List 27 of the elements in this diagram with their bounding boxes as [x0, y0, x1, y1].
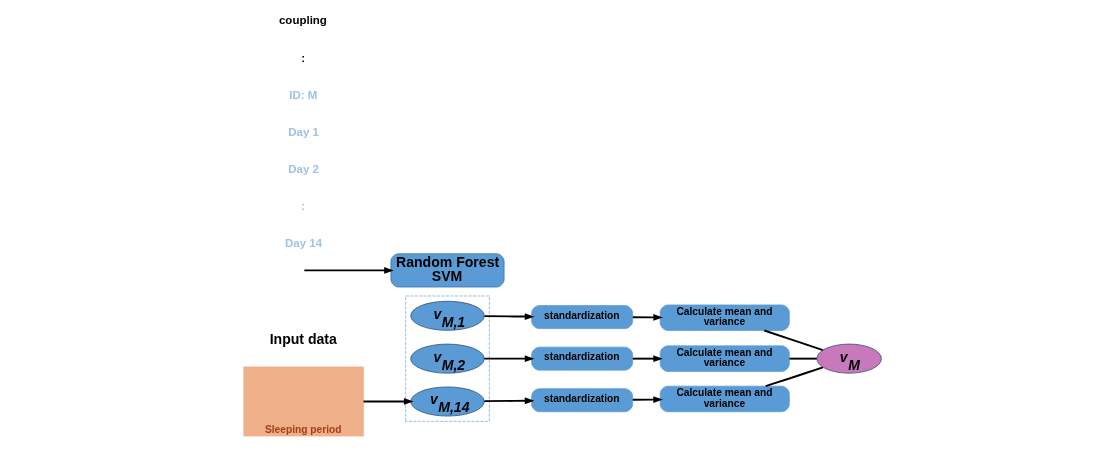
arrow — [482, 355, 534, 363]
label: coupling — [278, 14, 327, 27]
arrow — [631, 314, 663, 321]
label: : — [300, 51, 305, 64]
arrow — [631, 396, 663, 403]
arrow — [482, 397, 534, 405]
node-box: Sleeping period — [242, 366, 364, 437]
node-box: standardization — [530, 388, 633, 413]
label: : — [300, 199, 305, 212]
connector — [764, 366, 824, 388]
node-box: Calculate mean and variance — [659, 385, 790, 413]
label: Day 14 — [284, 236, 322, 249]
node-box: standardization — [530, 346, 633, 371]
node-box: Calculate mean and variance — [659, 345, 790, 372]
label: Day 1 — [287, 125, 319, 138]
node-box: Random Forest SVM — [390, 253, 504, 288]
label: Day 2 — [287, 162, 319, 175]
connector — [788, 357, 818, 360]
arrow — [362, 398, 414, 405]
node-label: Input data — [269, 331, 337, 348]
arrow — [302, 267, 394, 274]
arrow — [482, 313, 534, 320]
node-box: standardization — [530, 305, 633, 329]
arrow — [631, 355, 663, 363]
connector — [762, 329, 824, 351]
label: ID: M — [288, 88, 317, 101]
node-box: Calculate mean and variance — [659, 304, 790, 331]
